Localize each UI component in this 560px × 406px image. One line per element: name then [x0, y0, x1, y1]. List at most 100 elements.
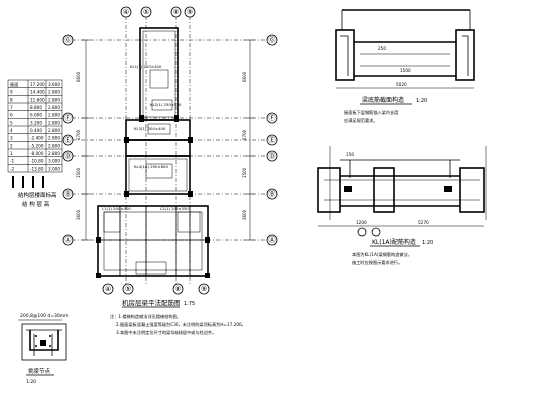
- section1-dim-1: 250: [378, 46, 386, 51]
- table-cell: 7: [10, 105, 13, 110]
- grid-left-b: Ⓑ: [65, 190, 72, 198]
- section1-note-1: 屋面板下层钢筋锚入梁内长度: [344, 109, 399, 116]
- table-cell: -1: [10, 159, 15, 164]
- dim-right-4: 3600: [242, 209, 247, 220]
- grid-left-e: Ⓔ: [65, 136, 72, 144]
- table-cell: 9: [10, 90, 13, 95]
- table-cell: 3.000: [48, 166, 60, 171]
- plan-drawing: KL1(1) 250×400 KL2(1) 250×500 KL3(1) 200…: [62, 6, 278, 336]
- dim-right-2: 2700: [242, 129, 247, 140]
- table-cell: 0.400: [30, 128, 42, 133]
- grid-left-d: Ⓓ: [65, 152, 72, 160]
- table-cell: 3.000: [48, 159, 60, 164]
- beam-label-2: KL2(1) 250×500: [150, 102, 182, 107]
- grid-bottom-2: ⑤: [125, 285, 131, 293]
- detail-title: 挑梁节点: [28, 367, 51, 375]
- plan-note-1: 注：1.楼梯构造做法详见楼梯结构图。: [110, 313, 181, 320]
- table-cell: 8.800: [30, 105, 42, 110]
- grid-right-b: Ⓑ: [269, 190, 276, 198]
- beam-label-1: KL1(1) 250×400: [130, 64, 162, 69]
- plan-title: 机房层梁平法配筋图: [122, 298, 181, 307]
- detail-scale: 1:20: [26, 379, 36, 385]
- section1-title: 梁底筋截面构造: [362, 96, 404, 104]
- table-cell: 14.400: [30, 90, 45, 95]
- table-cell: 3: [10, 136, 13, 141]
- table-cell: -10.80: [30, 159, 44, 164]
- table-cell: 2.800: [48, 128, 60, 133]
- table-cell: 2.800: [48, 113, 60, 118]
- grid-top-2: ⑤: [143, 8, 149, 16]
- table-cell: 11.600: [30, 97, 45, 102]
- beam-label-6: L2(1) 200×350: [160, 206, 189, 211]
- grid-right-g: Ⓖ: [269, 36, 276, 44]
- grid-left-f: Ⓕ: [65, 114, 72, 122]
- table-cell: 8: [10, 97, 13, 102]
- table-title-1: 结构层楼面标高: [18, 191, 57, 199]
- section2-title: KL(1A)配筋构造: [372, 238, 416, 246]
- table-cell: 2.800: [48, 151, 60, 156]
- table-cell: 5: [10, 120, 13, 125]
- plan-scale: 1:75: [184, 301, 195, 307]
- table-cell: 17.200: [30, 82, 45, 87]
- table-title-2: 结 构 层 高: [22, 200, 50, 208]
- grid-bottom-3: ⑧: [175, 285, 181, 293]
- grid-right-d: Ⓓ: [269, 152, 276, 160]
- table-cell: 2.800: [48, 143, 60, 148]
- table-cell: 2.800: [48, 105, 60, 110]
- detail-label: 200,8@100 d=30mm: [20, 313, 69, 319]
- section2-note-2: 施工时应按图示要求进行。: [352, 259, 402, 266]
- grid-right-a: Ⓐ: [269, 236, 276, 244]
- table-cell: 2: [10, 143, 13, 148]
- plan-note-2: 2.屋面梁板混凝土强度等级为C30，未注明的梁顶标高为H=17.200。: [116, 321, 246, 328]
- plan-note-3: 3.本图中未注明定位尺寸的梁均轴线居中或与柱边齐。: [116, 329, 216, 336]
- beam-label-4: KL4(1A) 250×600: [134, 164, 168, 169]
- table-cell: 2.800: [48, 97, 60, 102]
- grid-bottom-4: ⑨: [201, 285, 207, 293]
- table-cell: 2.800: [48, 120, 60, 125]
- section1-dim-2: 1500: [400, 68, 411, 73]
- table-cell: 6: [10, 113, 13, 118]
- grid-top-4: ⑨: [187, 8, 193, 16]
- grid-left-a: Ⓐ: [65, 236, 72, 244]
- table-cell: -5.200: [30, 143, 44, 148]
- table-cell: 3.200: [30, 120, 42, 125]
- dim-right-1: 6600: [242, 71, 247, 82]
- section1-scale: 1:20: [416, 98, 427, 104]
- section1-dim-3: 5020: [396, 82, 407, 87]
- table-cell: -2.400: [30, 136, 44, 141]
- section2-dim-2: 5270: [418, 220, 429, 225]
- section2-dim-3: 1200: [356, 220, 367, 225]
- cantilever-detail: 200,8@100 d=30mm 挑梁节点 1:20: [18, 313, 69, 385]
- grid-top-1: ④: [123, 8, 129, 16]
- section2-note-1: 本图为KL(1A)梁钢筋构造做法，: [352, 251, 412, 258]
- table-cell: 4: [10, 128, 13, 133]
- beam-label-5: L1(1) 200×400: [102, 206, 131, 211]
- dim-left-1: 6600: [76, 71, 81, 82]
- dim-left-3: 1500: [76, 167, 81, 178]
- grid-top-3: ⑧: [173, 8, 179, 16]
- table-cell: 2.800: [48, 136, 60, 141]
- table-cell: 屋面: [10, 82, 18, 88]
- section2-scale: 1:20: [422, 240, 433, 246]
- table-cell: -13.80: [30, 166, 44, 171]
- grid-right-e: Ⓔ: [269, 136, 276, 144]
- dim-right-3: 1500: [242, 167, 247, 178]
- grid-right-f: Ⓕ: [269, 114, 276, 122]
- section1-note-2: 应满足规范要求。: [344, 117, 378, 124]
- section-1: 250 1500 5020 梁底筋截面构造 1:20 屋面板下层钢筋锚入梁内长度…: [335, 9, 475, 124]
- table-cell: 3.600: [48, 82, 60, 87]
- grid-bottom-1: ④: [105, 285, 111, 293]
- grid-left-g: Ⓖ: [65, 36, 72, 44]
- section-2: 150 5270 1200 KL(1A)配筋构造 1:20 本图为KL(1A)梁…: [317, 146, 487, 266]
- table-cell: 6.000: [30, 113, 42, 118]
- table-cell: -8.000: [30, 151, 44, 156]
- table-cell: -2: [10, 166, 15, 171]
- table-cell: 2.800: [48, 90, 60, 95]
- dim-left-4: 3600: [76, 209, 81, 220]
- beam-label-3: KL3(1) 200×400: [134, 126, 166, 131]
- dim-left-2: 2700: [76, 129, 81, 140]
- section2-dim-1: 150: [346, 152, 354, 157]
